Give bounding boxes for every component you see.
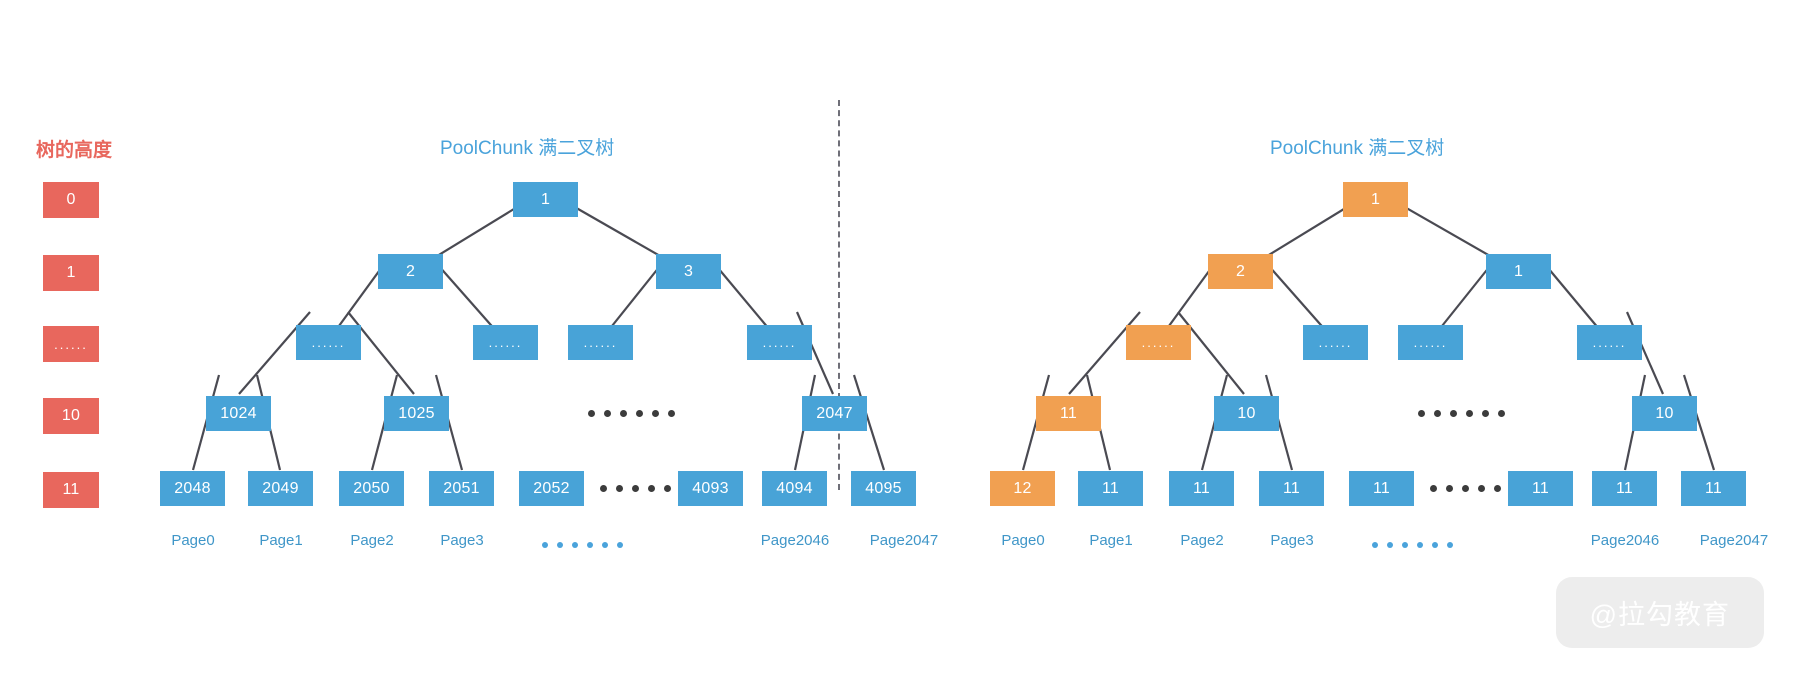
- left-node-2049: 2049: [248, 471, 313, 506]
- left-node-2051: 2051: [429, 471, 494, 506]
- left-page-label-2046: Page2046: [760, 532, 830, 549]
- left-node-l2-2: ......: [568, 325, 633, 360]
- right-page-ellipsis: [1372, 542, 1453, 548]
- left-node-4095: 4095: [851, 471, 916, 506]
- right-node-l2-0: ......: [1126, 325, 1191, 360]
- height-level-0: 0: [43, 182, 99, 218]
- right-level3-ellipsis: [1418, 410, 1505, 417]
- right-node-l2-1: ......: [1303, 325, 1368, 360]
- left-node-2050: 2050: [339, 471, 404, 506]
- right-node-l4-5: 11: [1508, 471, 1573, 506]
- height-level-ellipsis: ......: [43, 326, 99, 362]
- height-column-title: 树的高度: [36, 140, 113, 161]
- left-page-label-0: Page0: [171, 532, 215, 549]
- left-node-2048: 2048: [160, 471, 225, 506]
- right-node-l1-1: 1: [1486, 254, 1551, 289]
- watermark: @拉勾教育: [1555, 577, 1764, 648]
- left-page-label-2047: Page2047: [869, 532, 939, 549]
- left-node-4094: 4094: [762, 471, 827, 506]
- right-tree-title: PoolChunk 满二叉树: [1270, 138, 1445, 159]
- height-level-11: 11: [43, 472, 99, 508]
- right-node-l4-6: 11: [1592, 471, 1657, 506]
- left-node-2047: 2047: [802, 396, 867, 431]
- left-node-l2-3: ......: [747, 325, 812, 360]
- left-page-ellipsis: [542, 542, 623, 548]
- left-node-root: 1: [513, 182, 578, 217]
- right-level4-ellipsis: [1430, 485, 1517, 492]
- right-node-l4-4: 11: [1349, 471, 1414, 506]
- left-node-l1-0: 2: [378, 254, 443, 289]
- right-page-label-1: Page1: [1089, 532, 1133, 549]
- left-node-l2-1: ......: [473, 325, 538, 360]
- left-page-label-1: Page1: [259, 532, 303, 549]
- right-node-l4-7: 11: [1681, 471, 1746, 506]
- right-node-l3-1: 10: [1214, 396, 1279, 431]
- left-node-1025: 1025: [384, 396, 449, 431]
- left-level4-ellipsis: [600, 485, 687, 492]
- right-node-l4-3: 11: [1259, 471, 1324, 506]
- left-node-1024: 1024: [206, 396, 271, 431]
- left-page-label-2: Page2: [350, 532, 394, 549]
- right-page-label-2047: Page2047: [1699, 532, 1769, 549]
- left-page-label-3: Page3: [440, 532, 484, 549]
- right-node-l4-2: 11: [1169, 471, 1234, 506]
- right-node-l2-2: ......: [1398, 325, 1463, 360]
- right-node-l4-0: 12: [990, 471, 1055, 506]
- vertical-divider: [838, 100, 840, 490]
- right-page-label-3: Page3: [1270, 532, 1314, 549]
- right-node-l3-2: 10: [1632, 396, 1697, 431]
- right-page-label-2: Page2: [1180, 532, 1224, 549]
- right-node-l1-0: 2: [1208, 254, 1273, 289]
- right-page-label-0: Page0: [1001, 532, 1045, 549]
- right-node-l2-3: ......: [1577, 325, 1642, 360]
- left-node-l2-0: ......: [296, 325, 361, 360]
- left-node-4093: 4093: [678, 471, 743, 506]
- left-tree-title: PoolChunk 满二叉树: [440, 138, 615, 159]
- left-node-l1-1: 3: [656, 254, 721, 289]
- right-page-label-2046: Page2046: [1590, 532, 1660, 549]
- left-level3-ellipsis: [588, 410, 675, 417]
- right-node-l3-0: 11: [1036, 396, 1101, 431]
- height-level-10: 10: [43, 398, 99, 434]
- right-node-root: 1: [1343, 182, 1408, 217]
- left-node-2052: 2052: [519, 471, 584, 506]
- height-level-1: 1: [43, 255, 99, 291]
- right-node-l4-1: 11: [1078, 471, 1143, 506]
